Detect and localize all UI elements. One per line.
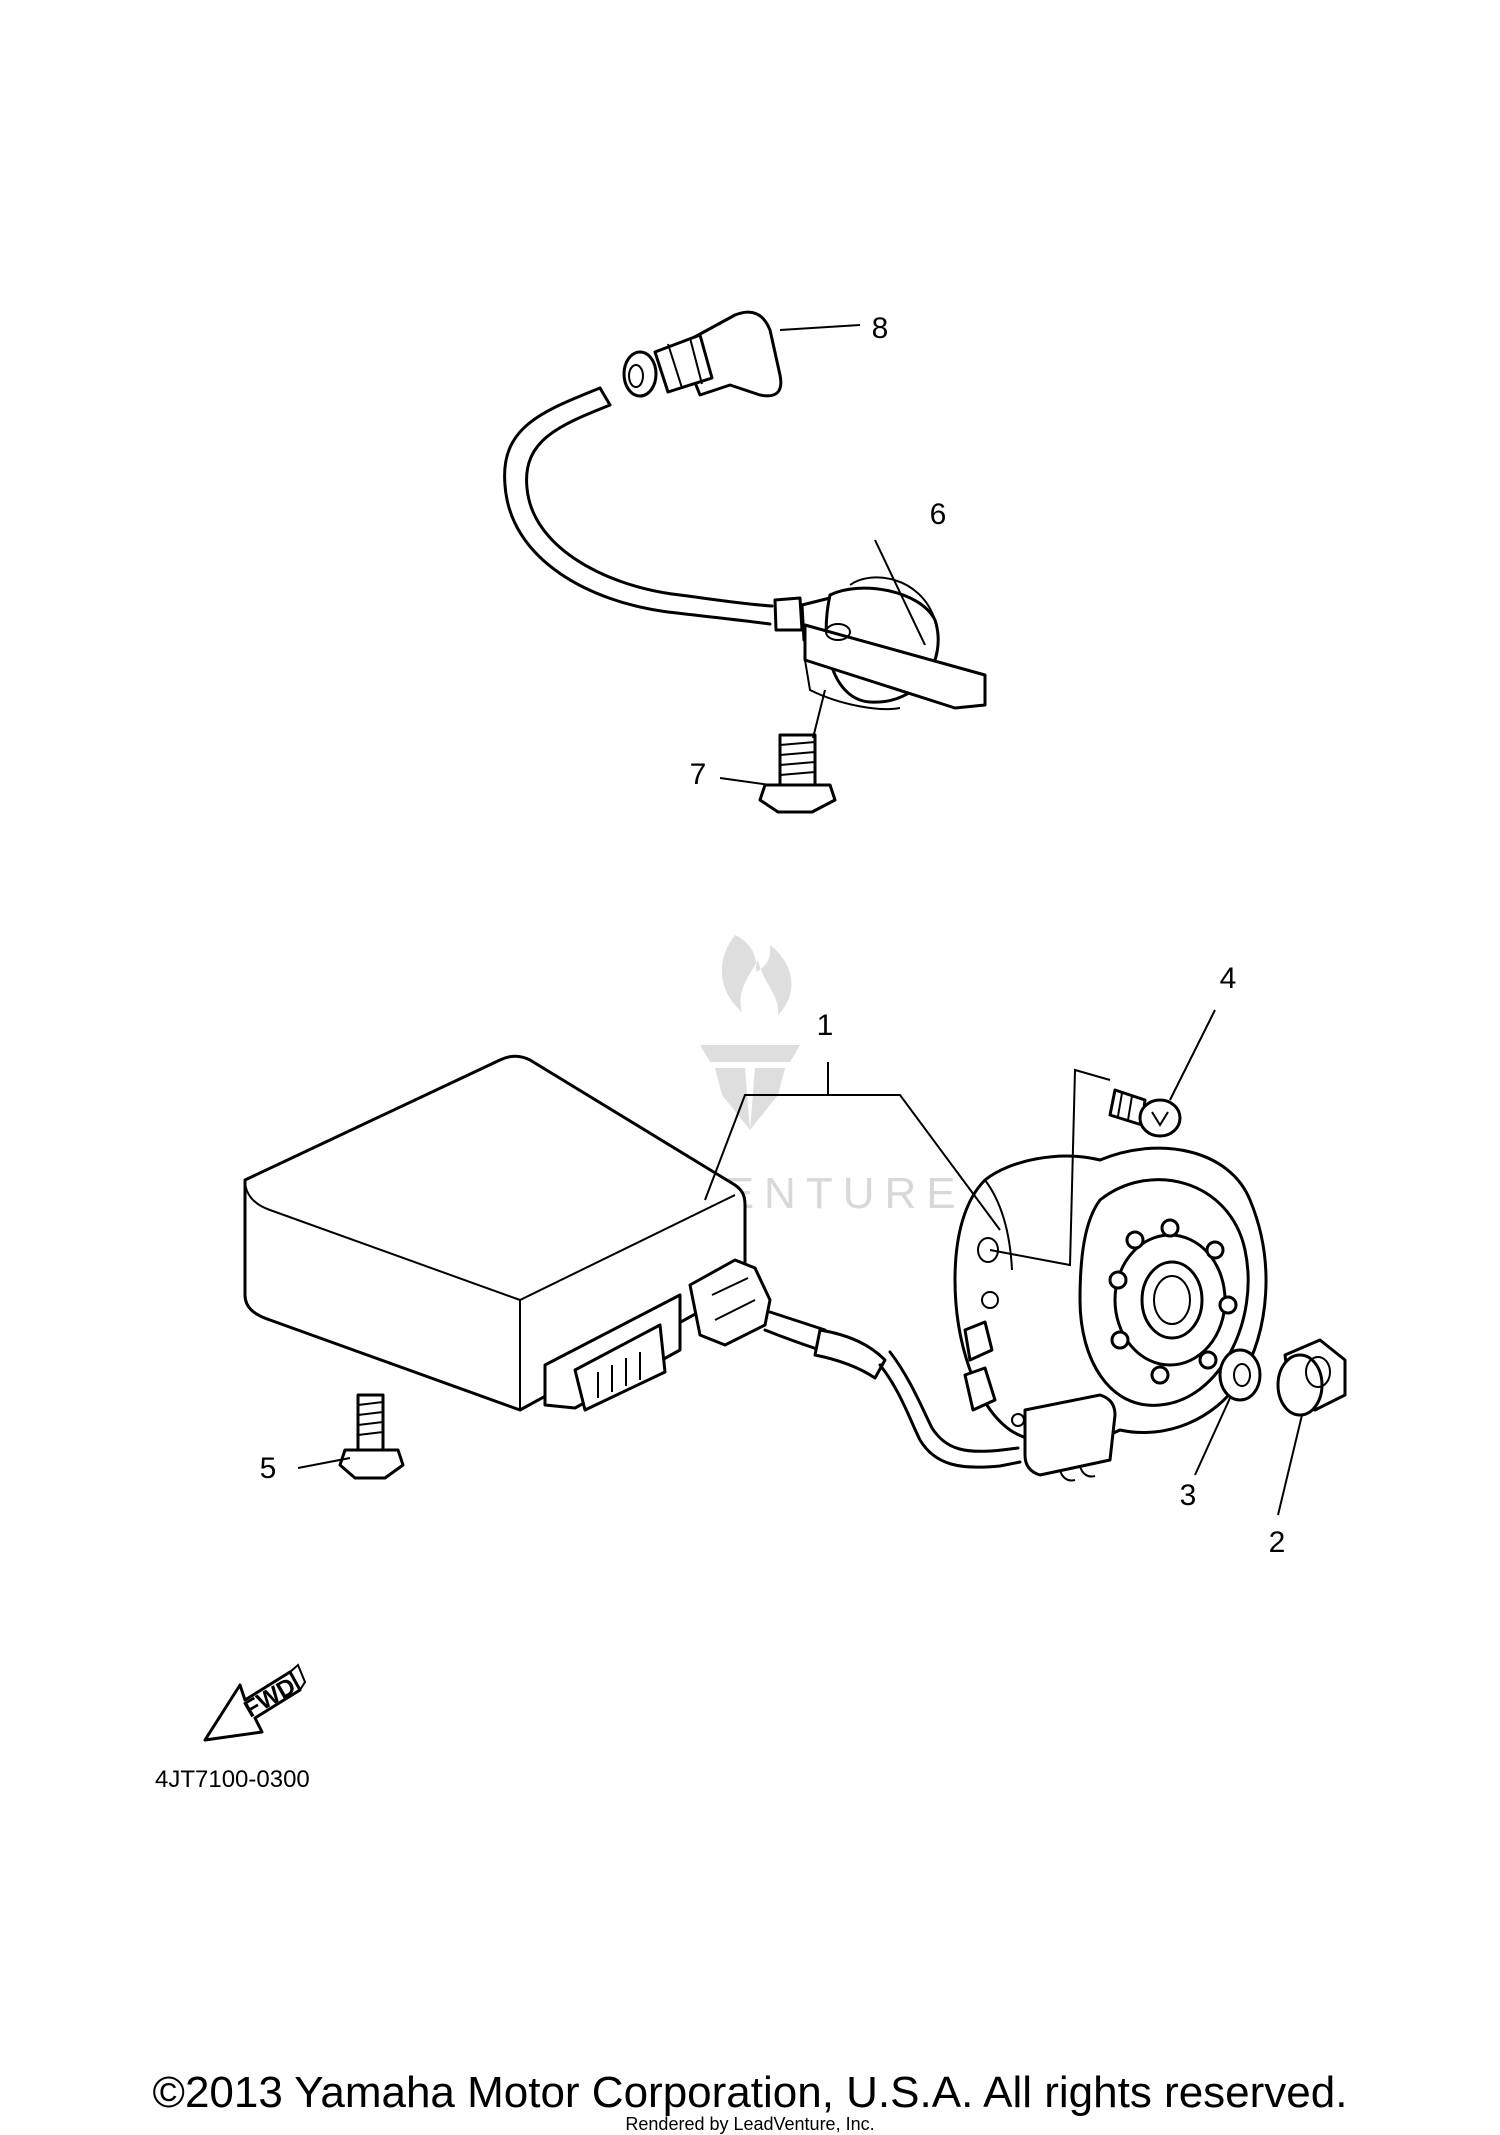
- callout-labels: 1 2 3 4 5 6 7 8: [260, 312, 1286, 1559]
- callout-2: 2: [1269, 1526, 1286, 1559]
- fwd-arrow-icon: FWD: [203, 1663, 307, 1742]
- callout-5: 5: [260, 1452, 277, 1485]
- callout-6: 6: [930, 498, 947, 531]
- cdi-bolt: [338, 1393, 405, 1480]
- cdi-unit: [243, 1054, 772, 1412]
- rendered-by-note: Rendered by LeadVenture, Inc.: [625, 2114, 875, 2134]
- coil-bolt: [758, 733, 837, 814]
- magneto-stator: [953, 1146, 1268, 1482]
- callout-8: 8: [872, 312, 889, 345]
- leadventure-logo-icon: [700, 935, 800, 1130]
- fwd-label: FWD: [240, 1672, 301, 1723]
- stator-screw: [1108, 1088, 1182, 1138]
- copyright-notice: ©2013 Yamaha Motor Corporation, U.S.A. A…: [152, 2068, 1348, 2117]
- callout-4: 4: [1220, 962, 1237, 995]
- callout-1: 1: [817, 1009, 834, 1042]
- diagram-code: 4JT7100-0300: [155, 1766, 310, 1793]
- washer: [1218, 1348, 1262, 1402]
- leader-lines: [297, 324, 1303, 1516]
- wiring-harness: [763, 1310, 1022, 1469]
- ignition-coil: [773, 576, 987, 711]
- callout-7: 7: [690, 758, 707, 791]
- ignition-lead: [503, 386, 774, 626]
- spark-plug-cap: [622, 310, 783, 398]
- callout-3: 3: [1180, 1479, 1197, 1512]
- flange-nut: [1276, 1338, 1347, 1417]
